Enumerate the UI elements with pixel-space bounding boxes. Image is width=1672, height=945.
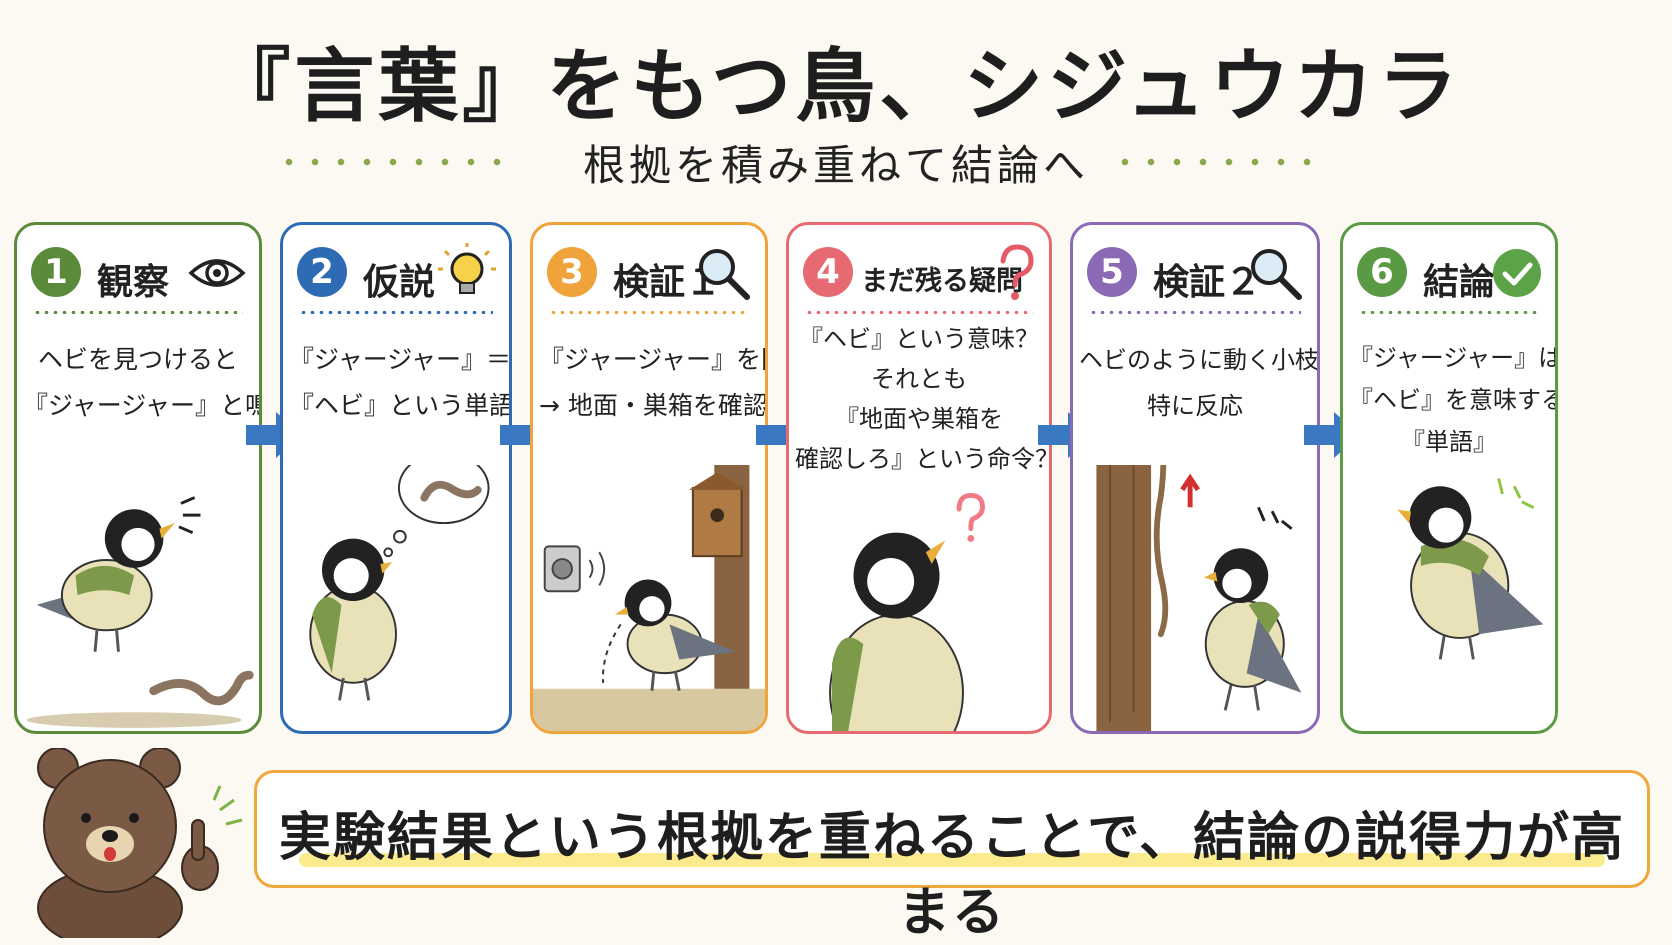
step-text-line: それとも <box>871 365 967 393</box>
step-text-line: ヘビのように動く小枝に <box>1079 346 1320 374</box>
step-number-badge-4: 4 <box>803 247 853 297</box>
step-number-badge-5: 5 <box>1087 247 1137 297</box>
step-label-4: まだ残る疑問 <box>861 266 1023 297</box>
magnifier-icon <box>699 249 750 300</box>
step-divider-1 <box>33 311 243 314</box>
step-header-6: 6 結論 <box>1343 235 1555 303</box>
step-text-line: 『ジャージャー』と鳴く <box>23 391 259 420</box>
page-subtitle: 根拠を積み重ねて結論へ <box>582 141 1089 190</box>
step-header-1: 1 観察 <box>17 235 259 303</box>
step-divider-2 <box>299 311 493 314</box>
check-icon <box>1493 249 1541 297</box>
step-number-badge-6: 6 <box>1357 247 1407 297</box>
step-text-line: 『ヘビ』という意味？ <box>799 325 1039 353</box>
step-text-5: ヘビのように動く小枝に 特に反応 <box>1079 337 1320 429</box>
step-number-badge-2: 2 <box>297 247 347 297</box>
step-divider-5 <box>1089 311 1301 314</box>
bird-checking-ground-nestbox-illustration <box>533 465 765 731</box>
step-panel-4: 4 まだ残る疑問 『ヘビ』という意味？ それとも 『地面や巣箱を 確認しろ』とい… <box>786 222 1052 734</box>
step-text-2: 『ジャージャー』＝ 『ヘビ』という単語？ <box>289 337 512 429</box>
conclusion-box: 実験結果という根拠を重ねることで、結論の説得力が高まる <box>254 770 1650 943</box>
step-text-1: ヘビを見つけると 『ジャージャー』と鳴く <box>23 337 259 429</box>
step-text-line: 『ジャージャー』＝ <box>289 345 512 374</box>
step-label-5: 検証２ <box>1153 262 1262 303</box>
conclusion-text: 実験結果という根拠を重ねることで、結論の説得力が高まる <box>278 808 1626 943</box>
step-header-5: 5 検証２ <box>1073 235 1317 303</box>
step-text-line: 『地面や巣箱を <box>835 405 1003 433</box>
bird-thinking-illustration <box>309 465 490 701</box>
step-header-4: 4 まだ残る疑問 <box>789 235 1049 300</box>
step-text-line: 『単語』 <box>1401 428 1497 456</box>
step-text-line: 『ジャージャー』は <box>1349 344 1558 372</box>
step-label-2: 仮説 <box>363 262 436 303</box>
step-text-line: 確認しろ』という命令？ <box>795 445 1052 473</box>
step-header-3: 3 検証１ <box>533 235 765 303</box>
bird-singing-illustration <box>1397 478 1544 660</box>
decorative-dots-left <box>276 158 516 166</box>
step-divider-4 <box>805 311 1033 314</box>
step-number-badge-1: 1 <box>31 247 81 297</box>
step-text-line: 『ヘビ』という単語？ <box>289 391 512 420</box>
bear-mascot-illustration <box>37 748 243 938</box>
page-title: 『言葉』をもつ鳥、シジュウカラ <box>210 40 1462 133</box>
bird-reacting-to-twig-illustration <box>1096 465 1302 731</box>
step-divider-3 <box>549 311 749 314</box>
bird-observing-snake-illustration <box>26 496 254 728</box>
eye-icon <box>188 259 246 287</box>
step-header-2: 2 仮説 <box>283 235 509 303</box>
step-text-4: 『ヘビ』という意味？ それとも 『地面や巣箱を 確認しろ』という命令？ <box>795 319 1052 479</box>
step-text-6: 『ジャージャー』は 『ヘビ』を意味する 『単語』 <box>1349 337 1558 463</box>
step-panel-1: 1 観察 ヘビを見つけると 『ジャージャー』と鳴く <box>14 222 262 734</box>
decorative-dots-right <box>1112 158 1322 166</box>
step-text-line: 『ヘビ』を意味する <box>1349 386 1558 414</box>
step-number-badge-3: 3 <box>547 247 597 297</box>
step-text-line: 特に反応 <box>1147 392 1243 420</box>
step-panel-5: 5 検証２ ヘビのように動く小枝に 特に反応 <box>1070 222 1320 734</box>
step-panel-6: 6 結論 『ジャージャー』は 『ヘビ』を意味する 『単語』 <box>1340 222 1558 734</box>
question-icon <box>1000 244 1034 300</box>
step-divider-6 <box>1359 311 1539 314</box>
subtitle-row: 根拠を積み重ねて結論へ <box>0 132 1672 192</box>
step-text-line: ヘビを見つけると <box>37 345 238 374</box>
step-label-6: 結論 <box>1423 262 1496 303</box>
step-text-line: 『ジャージャー』を聞く <box>539 345 765 374</box>
step-label-1: 観察 <box>97 262 170 303</box>
magnifier-icon <box>1251 249 1302 300</box>
lightbulb-icon <box>438 243 496 294</box>
conclusion-highlight <box>299 853 1605 867</box>
step-panel-2: 2 仮説 『ジャージャー』＝ 『ヘビ』という単語？ <box>280 222 512 734</box>
step-text-line: → 地面・巣箱を確認 <box>539 391 768 420</box>
bird-wondering-illustration <box>829 492 985 731</box>
step-text-3: 『ジャージャー』を聞く → 地面・巣箱を確認 <box>539 337 768 429</box>
step-panel-3: 3 検証１ 『ジャージャー』を聞く → 地面・巣箱を確認 <box>530 222 768 734</box>
